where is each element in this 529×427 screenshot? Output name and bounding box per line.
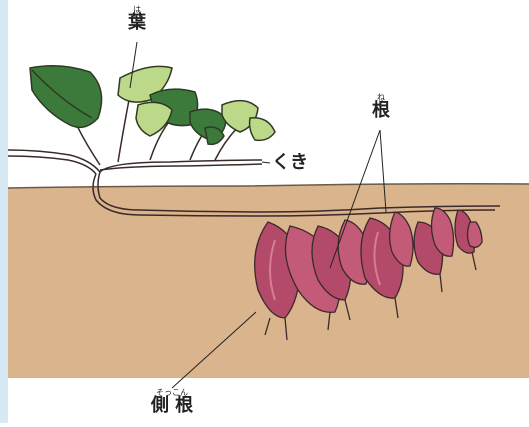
root-label: ね 根 xyxy=(369,94,393,120)
root-text: 根 xyxy=(369,102,393,120)
leaf-label: は 葉 xyxy=(123,6,151,32)
leaf-text: 葉 xyxy=(123,14,151,32)
side-root-label: そっこん 側 根 xyxy=(142,389,202,415)
left-sidebar-strip xyxy=(0,0,8,423)
side-root-text: 側 根 xyxy=(142,397,202,415)
stem-label: くき xyxy=(272,154,308,172)
